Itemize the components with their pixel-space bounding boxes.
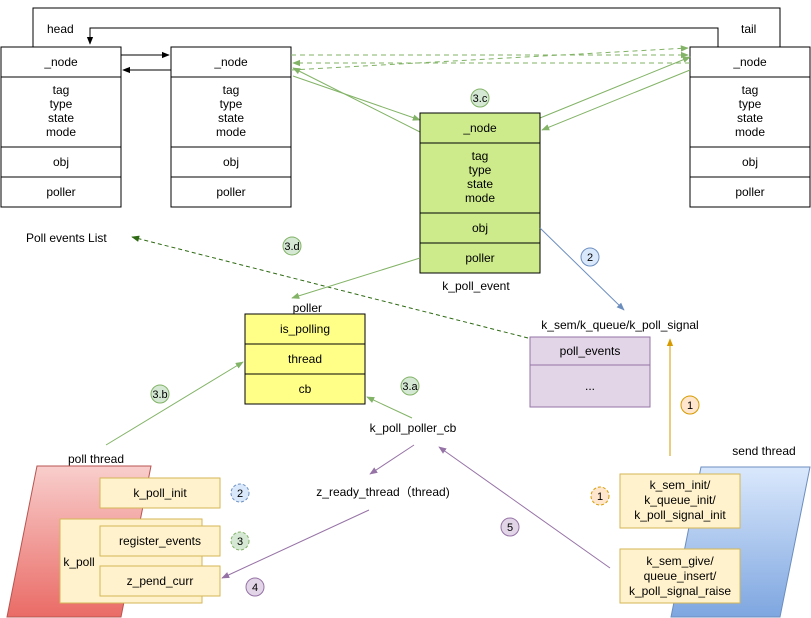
node2-node3-dashed-links [290,45,690,71]
step-3d-label: 3.d [284,241,299,253]
node-1-field-state: state [48,111,74,125]
node-3-poller: poller [735,185,764,199]
list-node-2: _node tag type state mode obj poller [170,46,292,208]
node-3-node-label: _node [732,55,767,69]
node-2-poller: poller [216,185,245,199]
node-1-node-label: _node [43,55,78,69]
pend-curr-label: z_pend_curr [127,574,194,588]
step-3a-label: 3.a [402,381,418,393]
node-1-field-type: type [50,97,73,111]
ready-to-pend-arrow [221,509,370,579]
node-3-field-mode: mode [735,125,765,139]
step-2-dashed-badge: 2 [230,483,250,503]
step-1-orange-label: 1 [687,400,693,412]
node-3-obj: obj [742,155,758,169]
callback-label: k_poll_poller_cb [370,421,457,435]
node1-node2-links [121,51,171,74]
step-3-dashed-badge: 3 [230,531,250,551]
step-3d-badge: 3.d [282,236,302,256]
send-init-line-1: k_sem_init/ [650,478,711,492]
callback-to-ready-arrow [369,444,415,475]
k-poll-init-label: k_poll_init [133,486,187,500]
node-1-poller: poller [46,185,75,199]
k-poll-event: _node tag type state mode obj poller k_p… [419,112,541,293]
node-1-field-mode: mode [46,125,76,139]
step-1-orange-badge: 1 [680,395,700,415]
step-4-label: 4 [252,582,258,594]
callback-to-cb-arrow [366,396,413,419]
step-3b-badge: 3.b [150,384,170,404]
node-3-field-type: type [739,97,762,111]
kobj-ellipsis: ... [585,379,595,393]
ready-thread-label: z_ready_thread（thread) [316,485,449,499]
event-label: k_poll_event [442,279,510,293]
kobj-poll-events: poll_events [560,344,621,358]
register-events-label: register_events [119,534,201,548]
event-node-label: _node [462,121,497,135]
k-poll-label: k_poll [63,555,94,569]
node-2-field-type: type [220,97,243,111]
event-obj: obj [472,221,488,235]
step-2-blue-badge: 2 [580,247,600,267]
send-to-callback-arrow [438,446,611,569]
node-1-obj: obj [53,155,69,169]
poll-events-list-label: Poll events List [26,231,107,245]
node-2-obj: obj [223,155,239,169]
poller-title: _poller [285,301,322,315]
head-tail-loop: head tail [32,7,781,47]
poller-struct: _poller is_polling thread cb [244,301,366,405]
event-field-tag: tag [472,149,489,163]
step-5-badge: 5 [500,517,520,537]
node-2-node-label: _node [213,55,248,69]
poll-events-list-arrow [131,235,529,339]
event-list-links [292,56,691,133]
poller-is-polling: is_polling [280,322,330,336]
pollthread-to-poller-arrow [105,361,244,446]
poller-thread: thread [288,352,322,366]
send-init-line-3: k_poll_signal_init [634,508,726,522]
node-2-field-mode: mode [216,125,246,139]
step-3-dashed-label: 3 [237,536,243,548]
step-3c-label: 3.c [473,93,488,105]
node-2-field-state: state [218,111,244,125]
send-thread-title: send thread [732,444,795,458]
event-field-state: state [467,177,493,191]
tail-label: tail [741,22,756,36]
event-to-poller-arrow [291,257,421,299]
step-5-label: 5 [507,522,513,534]
step-3b-label: 3.b [152,389,167,401]
kobj-title: k_sem/k_queue/k_poll_signal [541,318,698,332]
step-3a-badge: 3.a [400,376,420,396]
node-2-field-tag: tag [223,83,240,97]
send-init-line-2: k_queue_init/ [644,493,716,507]
node-3-field-state: state [737,111,763,125]
step-2-blue-label: 2 [587,252,593,264]
list-node-3: _node tag type state mode obj poller [689,46,811,208]
list-node-1: _node tag type state mode obj poller [0,46,122,208]
kobj-struct: k_sem/k_queue/k_poll_signal poll_events … [529,318,699,408]
send-give-line-3: k_poll_signal_raise [629,584,731,598]
step-4-badge: 4 [245,577,265,597]
send-give-line-1: k_sem_give/ [646,554,714,568]
poll-thread: poll thread k_poll_init k_poll register_… [6,452,221,618]
event-to-kobj-arrow [539,227,625,311]
poll-thread-title: poll thread [68,452,124,466]
head-label: head [47,22,74,36]
node-3-field-tag: tag [742,83,759,97]
send-give-line-2: queue_insert/ [644,569,717,583]
step-3c-badge: 3.c [470,88,490,108]
step-2-dashed-label: 2 [237,488,243,500]
node-1-field-tag: tag [53,83,70,97]
send-thread: send thread k_sem_init/ k_queue_init/ k_… [619,444,811,618]
step-1-dashed-badge: 1 [590,486,610,506]
poller-cb: cb [299,382,312,396]
event-poller: poller [465,251,494,265]
step-1-dashed-label: 1 [597,491,603,503]
event-field-type: type [469,163,492,177]
event-field-mode: mode [465,191,495,205]
